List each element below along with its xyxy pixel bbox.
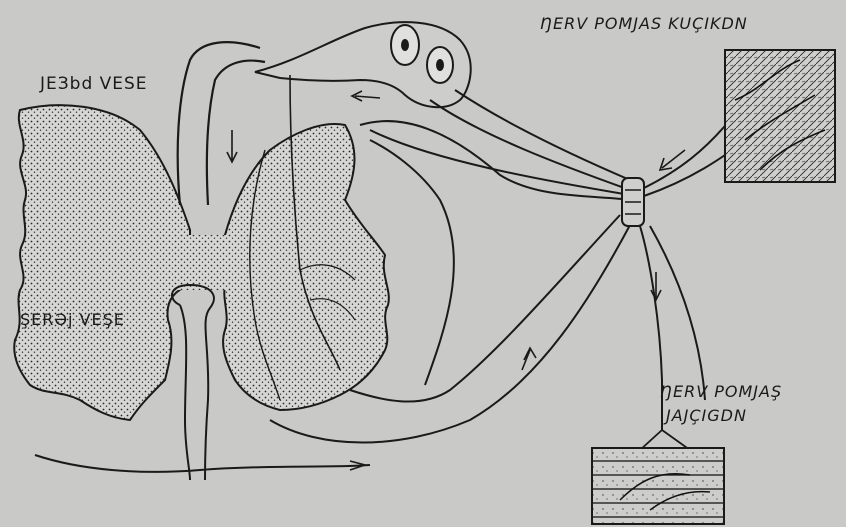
arrow-down-1 [227, 130, 237, 162]
gray-matter-label: ŞERƏj VEŞE [20, 310, 125, 329]
ventral-root [360, 121, 630, 385]
arrow-left-1 [352, 91, 380, 101]
white-matter-label: JEЗbd VESE [40, 74, 148, 94]
nerve-muscle-label-line1: ŊERV POMJAŞ [660, 382, 782, 401]
nerve-muscle-label-line2: JAJÇIGDN [666, 406, 747, 425]
nerve-skin-label: ŊERV POMJAS KUÇIKDN [540, 14, 748, 33]
muscle-effector-box [592, 448, 724, 524]
descending-fiber [35, 455, 370, 472]
commissure [150, 235, 240, 290]
ventral-fissure [172, 285, 214, 480]
